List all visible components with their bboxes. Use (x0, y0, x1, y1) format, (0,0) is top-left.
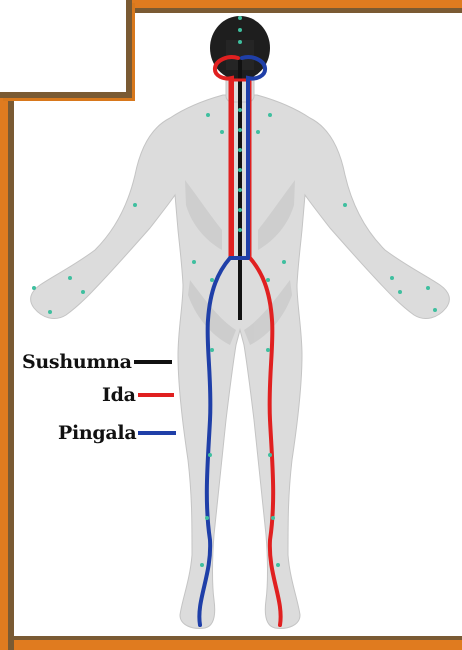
legend-item-pingala: Pingala (58, 422, 176, 444)
legend-label-pingala: Pingala (58, 422, 136, 444)
legend-swatch-ida (138, 393, 174, 397)
corner-panel (0, 0, 132, 98)
legend-item-ida: Ida (102, 384, 174, 406)
legend-label-ida: Ida (102, 384, 136, 406)
legend-swatch-sushumna (134, 360, 172, 364)
legend-swatch-pingala (138, 431, 176, 435)
legend-label-sushumna: Sushumna (22, 351, 132, 373)
legend-item-sushumna: Sushumna (22, 351, 172, 373)
